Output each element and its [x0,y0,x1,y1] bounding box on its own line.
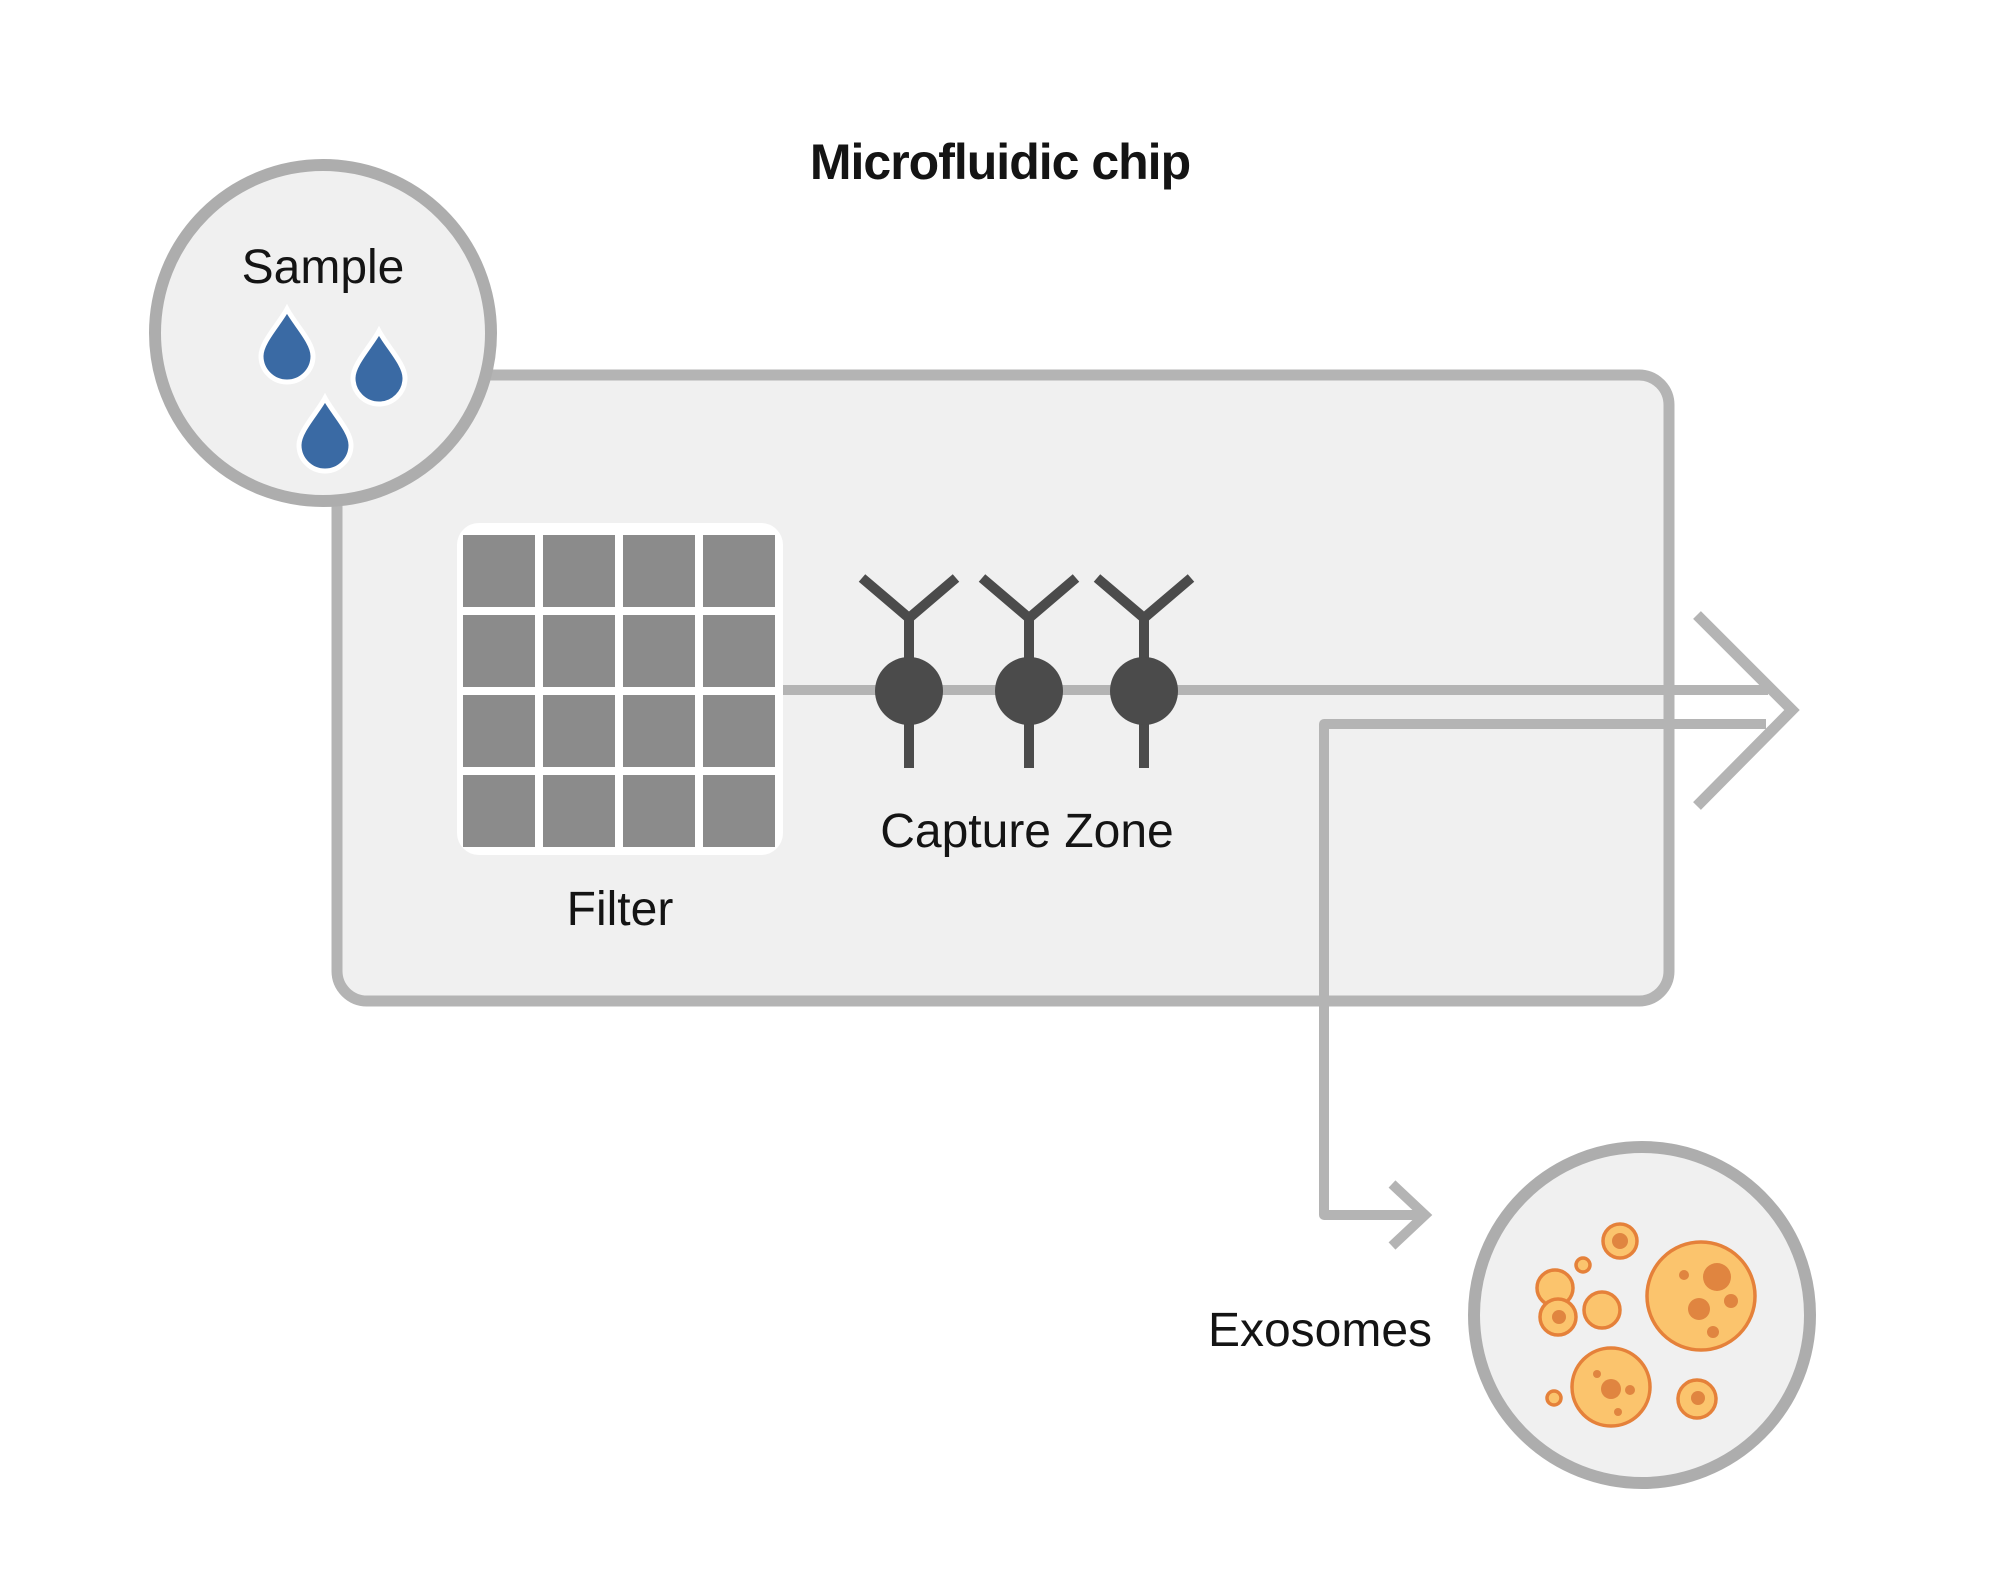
exosomes-node [1468,1141,1816,1489]
capture-zone [858,574,1195,768]
antibody-icon [1093,574,1195,768]
page-title: Microfluidic chip [810,134,1190,190]
filter-frame [457,523,783,855]
vesicle-icon [1545,1389,1563,1407]
filter-cell [463,775,535,847]
sample-circle [149,159,497,507]
capture-zone-label: Capture Zone [880,805,1174,858]
filter-cell [463,535,535,607]
exosome-arrowhead-icon [1388,1180,1433,1250]
vesicle-icon [1570,1346,1652,1428]
filter-cell [703,695,775,767]
filter-cell [543,695,615,767]
outlet-arrowhead-icon [1693,611,1800,810]
filter-label: Filter [567,883,674,936]
filter-cell [623,695,695,767]
antibody-icon [858,574,960,768]
vesicle-icon [1601,1222,1639,1260]
filter-cell [543,535,615,607]
filter-cell [463,615,535,687]
filter-cell [623,775,695,847]
filter-cell [543,615,615,687]
filter-cell [623,535,695,607]
droplet-icon [296,392,354,474]
exosome-branch-line [1319,719,1766,1220]
filter-cell [703,775,775,847]
vesicle-icon [1582,1290,1622,1330]
filter-cell [623,615,695,687]
antibody-icon [978,574,1080,768]
exosomes-label: Exosomes [1208,1304,1432,1357]
filter-grid-icon [457,523,783,855]
vesicle-icon [1645,1240,1757,1352]
droplet-icon [258,303,316,385]
filter-cell [703,535,775,607]
vesicle-icon [1538,1297,1578,1337]
filter-cell [463,695,535,767]
filter-cell [543,775,615,847]
droplet-icon [350,325,408,407]
filter-cell [703,615,775,687]
sample-label: Sample [242,241,405,294]
sample-node: Sample [149,159,497,507]
vesicle-icon [1676,1378,1718,1420]
vesicle-icon [1574,1256,1592,1274]
exosomes-circle [1468,1141,1816,1489]
